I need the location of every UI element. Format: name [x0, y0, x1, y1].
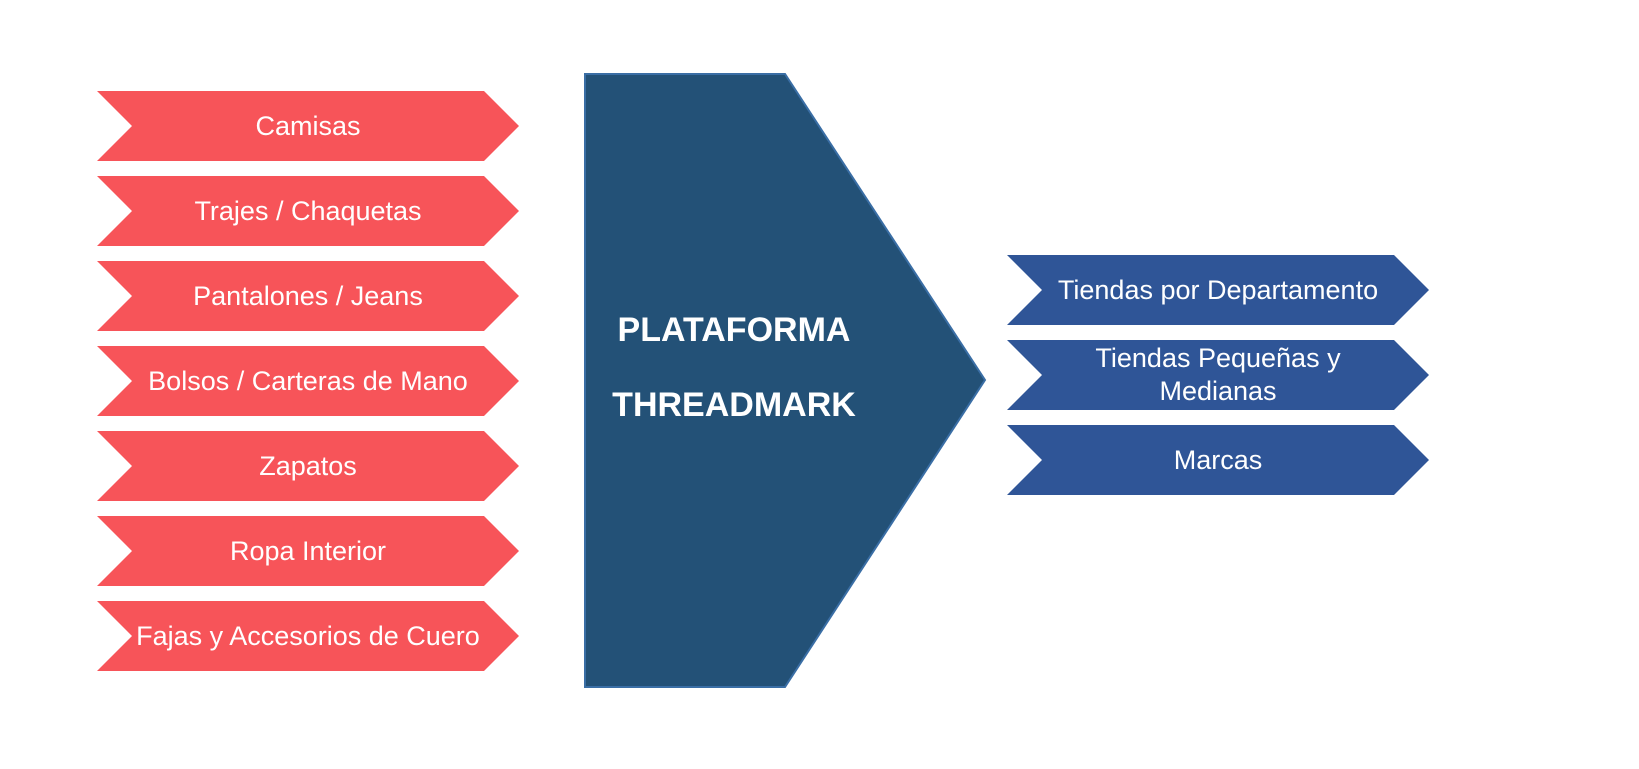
- category-label: Zapatos: [259, 450, 357, 481]
- platform-title-line2: THREADMARK: [612, 386, 856, 424]
- category-chevron-pantalones: Pantalones / Jeans: [97, 261, 519, 331]
- platform-pentagon-fill: [584, 73, 987, 688]
- category-label: Fajas y Accesorios de Cuero: [136, 620, 480, 651]
- channel-chevron-pequenas-medianas: Tiendas Pequeñas y Medianas: [1007, 340, 1429, 410]
- category-label: Camisas: [255, 110, 361, 141]
- platform-shape: [584, 73, 987, 688]
- category-label: Trajes / Chaquetas: [194, 195, 422, 226]
- category-chevron-trajes: Trajes / Chaquetas: [97, 176, 519, 246]
- channel-label: Tiendas Pequeñas y Medianas: [1095, 343, 1341, 406]
- category-label: Pantalones / Jeans: [193, 280, 423, 311]
- category-chevron-fajas: Fajas y Accesorios de Cuero: [97, 601, 519, 671]
- channel-label: Marcas: [1173, 444, 1263, 475]
- platform-title-line1: PLATAFORMA: [617, 311, 851, 349]
- category-label: Bolsos / Carteras de Mano: [148, 365, 468, 396]
- channel-label: Tiendas por Departamento: [1057, 274, 1379, 305]
- category-label: Ropa Interior: [229, 535, 387, 566]
- platform-pentagon: PLATAFORMA THREADMARK: [584, 73, 988, 689]
- category-chevron-ropa-interior: Ropa Interior: [97, 516, 519, 586]
- category-chevron-camisas: Camisas: [97, 91, 519, 161]
- category-chevron-zapatos: Zapatos: [97, 431, 519, 501]
- channel-chevron-marcas: Marcas: [1007, 425, 1429, 495]
- channel-chevron-departamento: Tiendas por Departamento: [1007, 255, 1429, 325]
- category-chevron-bolsos: Bolsos / Carteras de Mano: [97, 346, 519, 416]
